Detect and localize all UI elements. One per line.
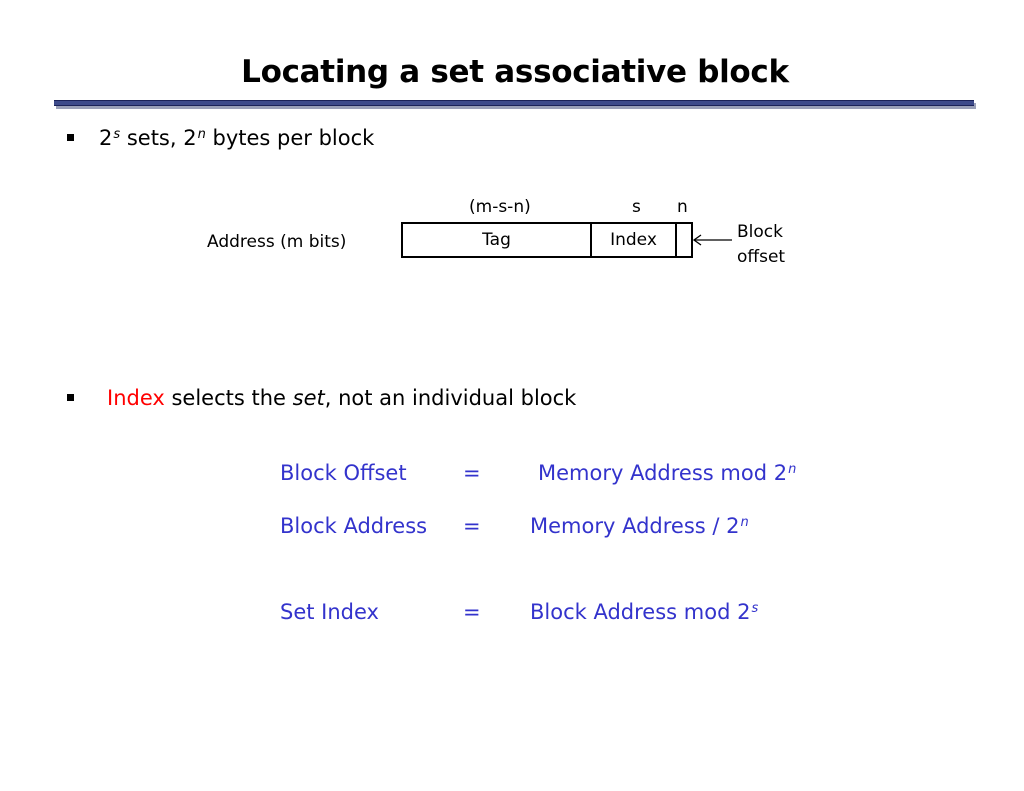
address-label: Address (m bits) — [207, 232, 347, 252]
equation-rhs: Block Address mod 2s — [530, 600, 759, 624]
bytes-tail: bytes per block — [205, 126, 375, 150]
offset-callout-line1: Block — [737, 222, 783, 242]
equation-set-index: Set Index — [280, 599, 379, 625]
slide-title: Locating a set associative block — [241, 54, 789, 90]
offset-field — [675, 222, 693, 258]
equation-equals: = — [463, 600, 481, 624]
equation-rhs: Memory Address mod 2n — [538, 461, 797, 485]
bullet-sets-bytes: 2s sets, 2n bytes per block — [99, 125, 374, 151]
tag-width-label: (m-s-n) — [469, 197, 531, 217]
selects-text: selects the — [164, 386, 293, 410]
index-field: Index — [590, 222, 677, 258]
bytes-exponent: n — [197, 127, 206, 142]
offset-callout-line2: offset — [737, 247, 786, 267]
offset-width-label: n — [677, 197, 688, 217]
bullet-square-icon — [67, 134, 74, 141]
set-emphasis: set — [292, 386, 325, 410]
bullet-index-selects: Index selects the set, not an individual… — [107, 385, 576, 411]
index-keyword: Index — [107, 386, 165, 410]
individual-block-text: , not an individual block — [324, 386, 577, 410]
equation-block-offset: Block Offset — [280, 460, 407, 486]
sets-base: 2 — [99, 126, 113, 150]
offset-arrow-icon — [692, 234, 732, 246]
tag-field: Tag — [401, 222, 592, 258]
equation-lhs: Block Address — [280, 514, 428, 538]
equation-equals: = — [463, 514, 481, 538]
equation-lhs: Block Offset — [280, 461, 407, 485]
bullet-square-icon — [67, 394, 74, 401]
equation-lhs: Set Index — [280, 600, 379, 624]
index-width-label: s — [632, 197, 641, 217]
bytes-intro: sets, 2 — [120, 126, 197, 150]
equation-equals: = — [463, 461, 481, 485]
equation-block-address: Block Address — [280, 513, 427, 539]
sets-exponent: s — [113, 127, 121, 142]
title-underline — [54, 100, 974, 106]
equation-rhs: Memory Address / 2n — [530, 514, 749, 538]
